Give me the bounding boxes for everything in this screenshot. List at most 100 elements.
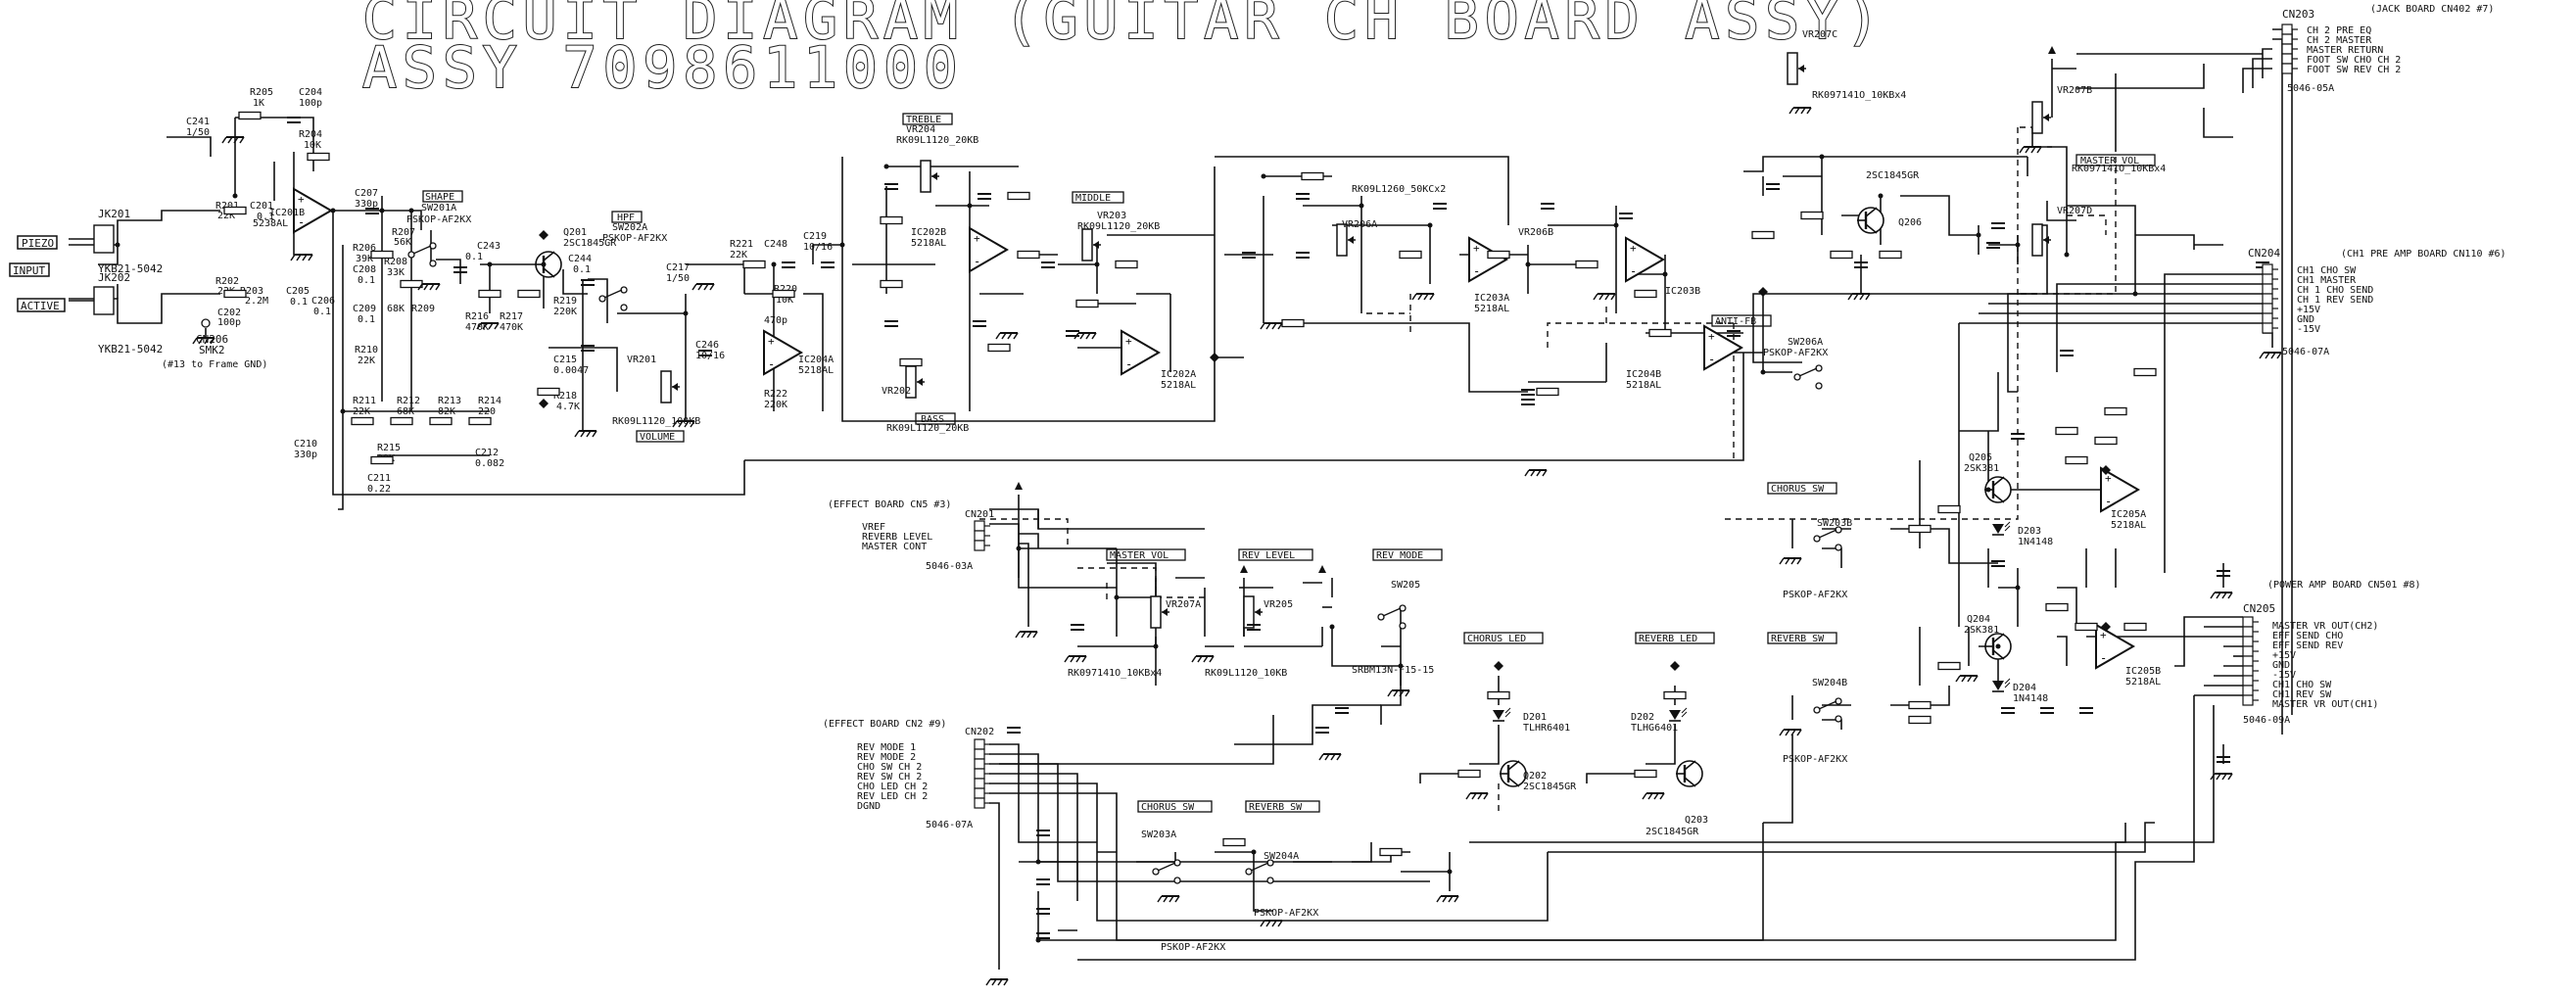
svg-text:C208: C208	[353, 264, 376, 275]
svg-text:IC203A: IC203A	[1474, 293, 1509, 304]
svg-text:MASTER VR OUT(CH1): MASTER VR OUT(CH1)	[2272, 699, 2378, 710]
svg-text:RK097141O_10KBx4: RK097141O_10KBx4	[1068, 668, 1162, 679]
svg-text:VR206A: VR206A	[1342, 219, 1377, 230]
svg-text:VR205: VR205	[1264, 599, 1293, 610]
svg-text:SW202A: SW202A	[612, 222, 647, 233]
transistor-q203: Q203 2SC1845GR	[1646, 759, 1708, 837]
svg-text:C204: C204	[299, 87, 322, 98]
svg-text:INPUT: INPUT	[13, 264, 45, 277]
svg-text:220K: 220K	[553, 307, 577, 317]
svg-text:CH1 CHO SW: CH1 CHO SW	[2297, 265, 2357, 276]
opamp-ic201b: IC201B 5238AL	[253, 188, 332, 233]
svg-text:FOOT SW CHO CH 2: FOOT SW CHO CH 2	[2307, 55, 2401, 66]
svg-text:PSKOP-AF2KX: PSKOP-AF2KX	[1254, 908, 1318, 919]
svg-text:TLHR6401: TLHR6401	[1523, 723, 1570, 734]
svg-text:IC205B: IC205B	[2125, 666, 2161, 677]
svg-text:470p: 470p	[764, 315, 787, 326]
svg-text:Q202: Q202	[1523, 771, 1547, 782]
opamp-ic204a: IC204A 5218AL	[763, 330, 834, 376]
svg-text:TREBLE: TREBLE	[906, 115, 941, 125]
svg-text:5046-09A: 5046-09A	[2243, 715, 2290, 726]
svg-text:REV MODE: REV MODE	[1376, 550, 1423, 561]
svg-text:C212: C212	[475, 448, 499, 458]
passive-components	[223, 111, 2270, 939]
wiring	[69, 28, 2293, 970]
svg-text:-15V: -15V	[2272, 670, 2296, 681]
svg-text:RK09L1120_20KB: RK09L1120_20KB	[1077, 221, 1160, 232]
svg-text:SW206A: SW206A	[1788, 337, 1823, 348]
svg-text:R221: R221	[730, 239, 753, 250]
svg-text:C207: C207	[355, 188, 378, 199]
svg-text:5218AL: 5218AL	[1474, 304, 1509, 314]
svg-text:R214: R214	[478, 396, 501, 406]
svg-text:YKB21-5042: YKB21-5042	[98, 343, 163, 356]
svg-text:2SC1845GR: 2SC1845GR	[1646, 827, 1699, 837]
opamp-ic203a: IC203A 5218AL	[1468, 237, 1509, 314]
svg-text:220: 220	[478, 406, 496, 417]
transistor-q204: Q204 2SK381	[1964, 614, 2013, 661]
opamp-ic205b: IC205B 5218AL	[2095, 624, 2161, 688]
svg-text:REVERB SW: REVERB SW	[1771, 634, 1825, 644]
svg-text:R205: R205	[250, 87, 273, 98]
svg-text:R213: R213	[438, 396, 461, 406]
switch-sw203: SW203A	[1141, 830, 1181, 884]
svg-text:R217: R217	[500, 311, 523, 322]
svg-text:SMK2: SMK2	[199, 344, 225, 356]
ground-symbols	[192, 107, 2282, 986]
svg-text:CH1 CHO SW: CH1 CHO SW	[2272, 680, 2332, 690]
pot-vr207c: VR207C RK097141O_10KBx4	[1787, 29, 1906, 101]
svg-text:470K: 470K	[465, 322, 489, 333]
svg-text:VR207B: VR207B	[2057, 85, 2092, 96]
led-d202: D202 TLHG6401	[1631, 707, 1688, 734]
svg-text:IC203B: IC203B	[1665, 286, 1700, 297]
svg-text:REV LEVEL: REV LEVEL	[1242, 550, 1295, 561]
svg-text:2SC1845GR: 2SC1845GR	[1523, 782, 1577, 792]
connector-cn206: CN206 SMK2 (#13 to Frame GND)	[162, 318, 267, 370]
svg-text:C205: C205	[286, 286, 310, 297]
svg-text:R203: R203	[240, 286, 263, 297]
led-d201: D201 TLHR6401	[1492, 707, 1570, 734]
svg-text:VR207D: VR207D	[2057, 206, 2092, 216]
svg-text:22K: 22K	[353, 406, 370, 417]
svg-text:JK201: JK201	[98, 208, 130, 220]
svg-text:VR204: VR204	[906, 124, 935, 135]
svg-text:D202: D202	[1631, 712, 1654, 723]
transistor-q205: Q205 2SK381	[1964, 452, 2013, 504]
svg-text:R201: R201	[215, 201, 239, 212]
svg-text:ANTI-FB: ANTI-FB	[1715, 316, 1756, 327]
assembly-number: ASSY 7098611000	[361, 34, 964, 101]
svg-text:VR203: VR203	[1097, 211, 1126, 221]
svg-text:R207: R207	[392, 227, 415, 238]
svg-text:Q205: Q205	[1969, 452, 1992, 463]
svg-text:(JACK BOARD CN402 #7): (JACK BOARD CN402 #7)	[2370, 4, 2494, 15]
svg-text:CH 1 REV SEND: CH 1 REV SEND	[2297, 295, 2373, 306]
svg-text:D204: D204	[2013, 683, 2036, 693]
svg-text:330p: 330p	[355, 199, 378, 210]
svg-text:C202: C202	[217, 308, 241, 318]
svg-text:CHO LED CH 2: CHO LED CH 2	[857, 782, 928, 792]
svg-text:100p: 100p	[299, 98, 322, 109]
svg-text:33K: 33K	[387, 267, 405, 278]
svg-text:SW203B: SW203B	[1817, 518, 1852, 529]
svg-text:R202: R202	[215, 276, 239, 287]
svg-text:R210: R210	[355, 345, 378, 356]
svg-text:1K: 1K	[253, 98, 264, 109]
svg-text:0.1: 0.1	[358, 275, 375, 286]
svg-text:CH 2 MASTER: CH 2 MASTER	[2307, 35, 2372, 46]
svg-text:RK09L1120_20KB: RK09L1120_20KB	[896, 135, 978, 146]
svg-text:0.082: 0.082	[475, 458, 504, 469]
pot-vr202: VR202 RK09L1120_20KB	[882, 365, 969, 434]
svg-text:RK09L1120_20KB: RK09L1120_20KB	[886, 423, 969, 434]
svg-text:MASTER VOL: MASTER VOL	[1110, 550, 1169, 561]
switch-sw202: SW202A PSKOP-AF2KX	[598, 222, 667, 311]
svg-text:CN202: CN202	[965, 727, 994, 737]
svg-text:5218AL: 5218AL	[2111, 520, 2146, 531]
svg-text:R212: R212	[397, 396, 420, 406]
svg-text:IC205A: IC205A	[2111, 509, 2146, 520]
svg-text:(EFFECT BOARD CN5 #3): (EFFECT BOARD CN5 #3)	[828, 499, 951, 510]
svg-text:5238AL: 5238AL	[253, 218, 288, 229]
svg-text:MASTER RETURN: MASTER RETURN	[2307, 45, 2383, 56]
svg-text:CH1 REV SW: CH1 REV SW	[2272, 689, 2332, 700]
svg-text:BASS: BASS	[921, 414, 944, 425]
opamp-ic202a: IC202A 5218AL	[1121, 330, 1196, 391]
